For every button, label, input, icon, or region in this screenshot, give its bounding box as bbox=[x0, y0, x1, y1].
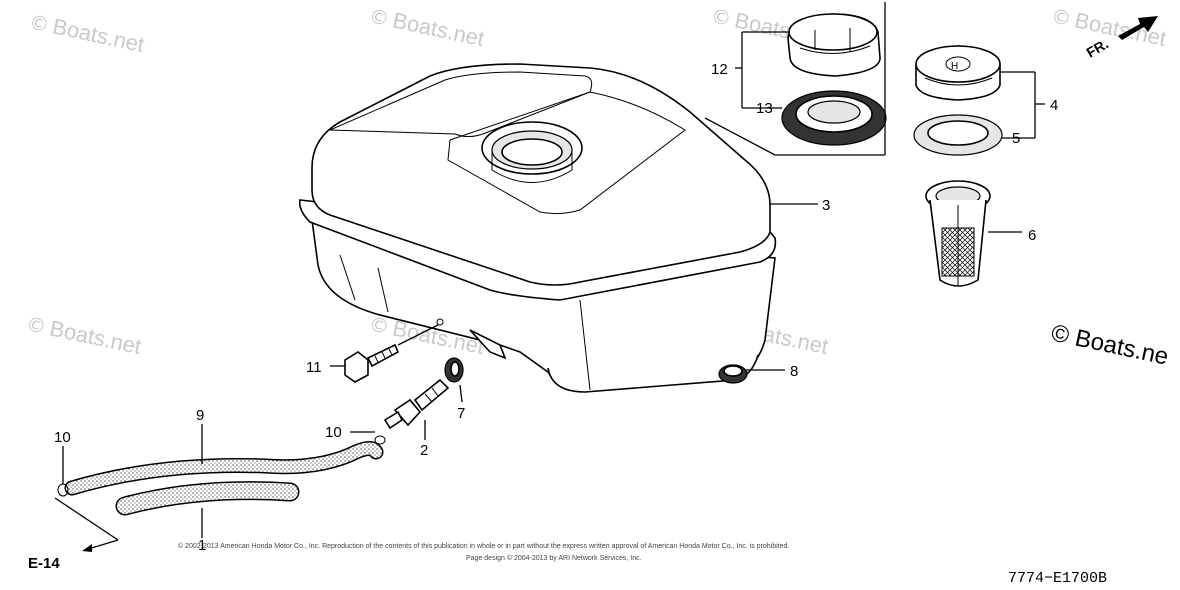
watermark-symbol: © bbox=[24, 311, 49, 339]
tube-clip-10 bbox=[374, 435, 386, 445]
brand-watermark: © Boats.ne bbox=[1049, 319, 1171, 370]
copyright-line-1: © 2002-2013 American Honda Motor Co., In… bbox=[178, 542, 789, 550]
flange-bolt-11 bbox=[344, 343, 400, 383]
fuel-tube-9 bbox=[64, 441, 384, 496]
watermark: © Boats.net bbox=[27, 9, 147, 57]
diagram-code: 7774−E1700B bbox=[1008, 570, 1107, 587]
reference-lines bbox=[54, 497, 119, 552]
watermark: © Boats.net bbox=[367, 3, 487, 51]
callout-label-10: 10 bbox=[325, 424, 342, 441]
cap-gasket-13 bbox=[781, 90, 887, 146]
washer-7 bbox=[444, 357, 464, 383]
callout-label-5: 5 bbox=[1012, 130, 1020, 147]
fuel-strainer-6 bbox=[925, 180, 991, 287]
honda-logo-icon: H bbox=[951, 61, 958, 72]
filler-cap-4: H bbox=[915, 45, 1001, 101]
callout-bracket-4-5 bbox=[1000, 71, 1045, 139]
callout-label-6: 6 bbox=[1028, 227, 1036, 244]
callout-label-11: 11 bbox=[306, 359, 322, 376]
leader-lines bbox=[62, 107, 1022, 538]
arrow-icon bbox=[1118, 16, 1158, 40]
watermark-symbol: © bbox=[367, 3, 392, 31]
fuel-valve-2 bbox=[383, 378, 450, 430]
watermark-symbol: © bbox=[709, 3, 734, 31]
callout-label-13: 13 bbox=[756, 100, 773, 117]
callout-label-12: 12 bbox=[711, 61, 728, 78]
front-direction-label: FR. bbox=[1084, 35, 1112, 60]
watermark: © Boats.net bbox=[24, 311, 144, 359]
watermark-symbol: © bbox=[1049, 3, 1074, 31]
fuel-tank bbox=[298, 63, 777, 393]
filler-cap-12 bbox=[787, 13, 881, 77]
callout-label-7: 7 bbox=[457, 405, 465, 422]
callout-label-2: 2 bbox=[420, 442, 428, 459]
watermark-text: Boats.net bbox=[50, 13, 146, 57]
reference-label: E-14 bbox=[28, 555, 60, 572]
callout-label-3: 3 bbox=[822, 197, 830, 214]
watermark-symbol: © bbox=[27, 9, 52, 37]
callout-label-9: 9 bbox=[196, 407, 204, 424]
copyright-line-2: Page design © 2004-2013 by ARI Network S… bbox=[466, 554, 642, 562]
cap-gasket-5 bbox=[913, 114, 1003, 156]
callout-label-8: 8 bbox=[790, 363, 798, 380]
callout-label-4: 4 bbox=[1050, 97, 1058, 114]
fuel-tube-1 bbox=[115, 481, 300, 516]
watermark-text: Boats.net bbox=[390, 7, 486, 51]
callout-label-10-left: 10 bbox=[54, 429, 71, 446]
callout-label-1: 1 bbox=[198, 537, 206, 554]
watermark-text: Boats.net bbox=[47, 315, 143, 359]
part-labels: 12 13 4 5 3 6 8 11 7 2 10 9 10 1 bbox=[54, 61, 1058, 554]
callout-bracket-12-13 bbox=[704, 2, 886, 156]
grommet-8 bbox=[718, 364, 748, 384]
